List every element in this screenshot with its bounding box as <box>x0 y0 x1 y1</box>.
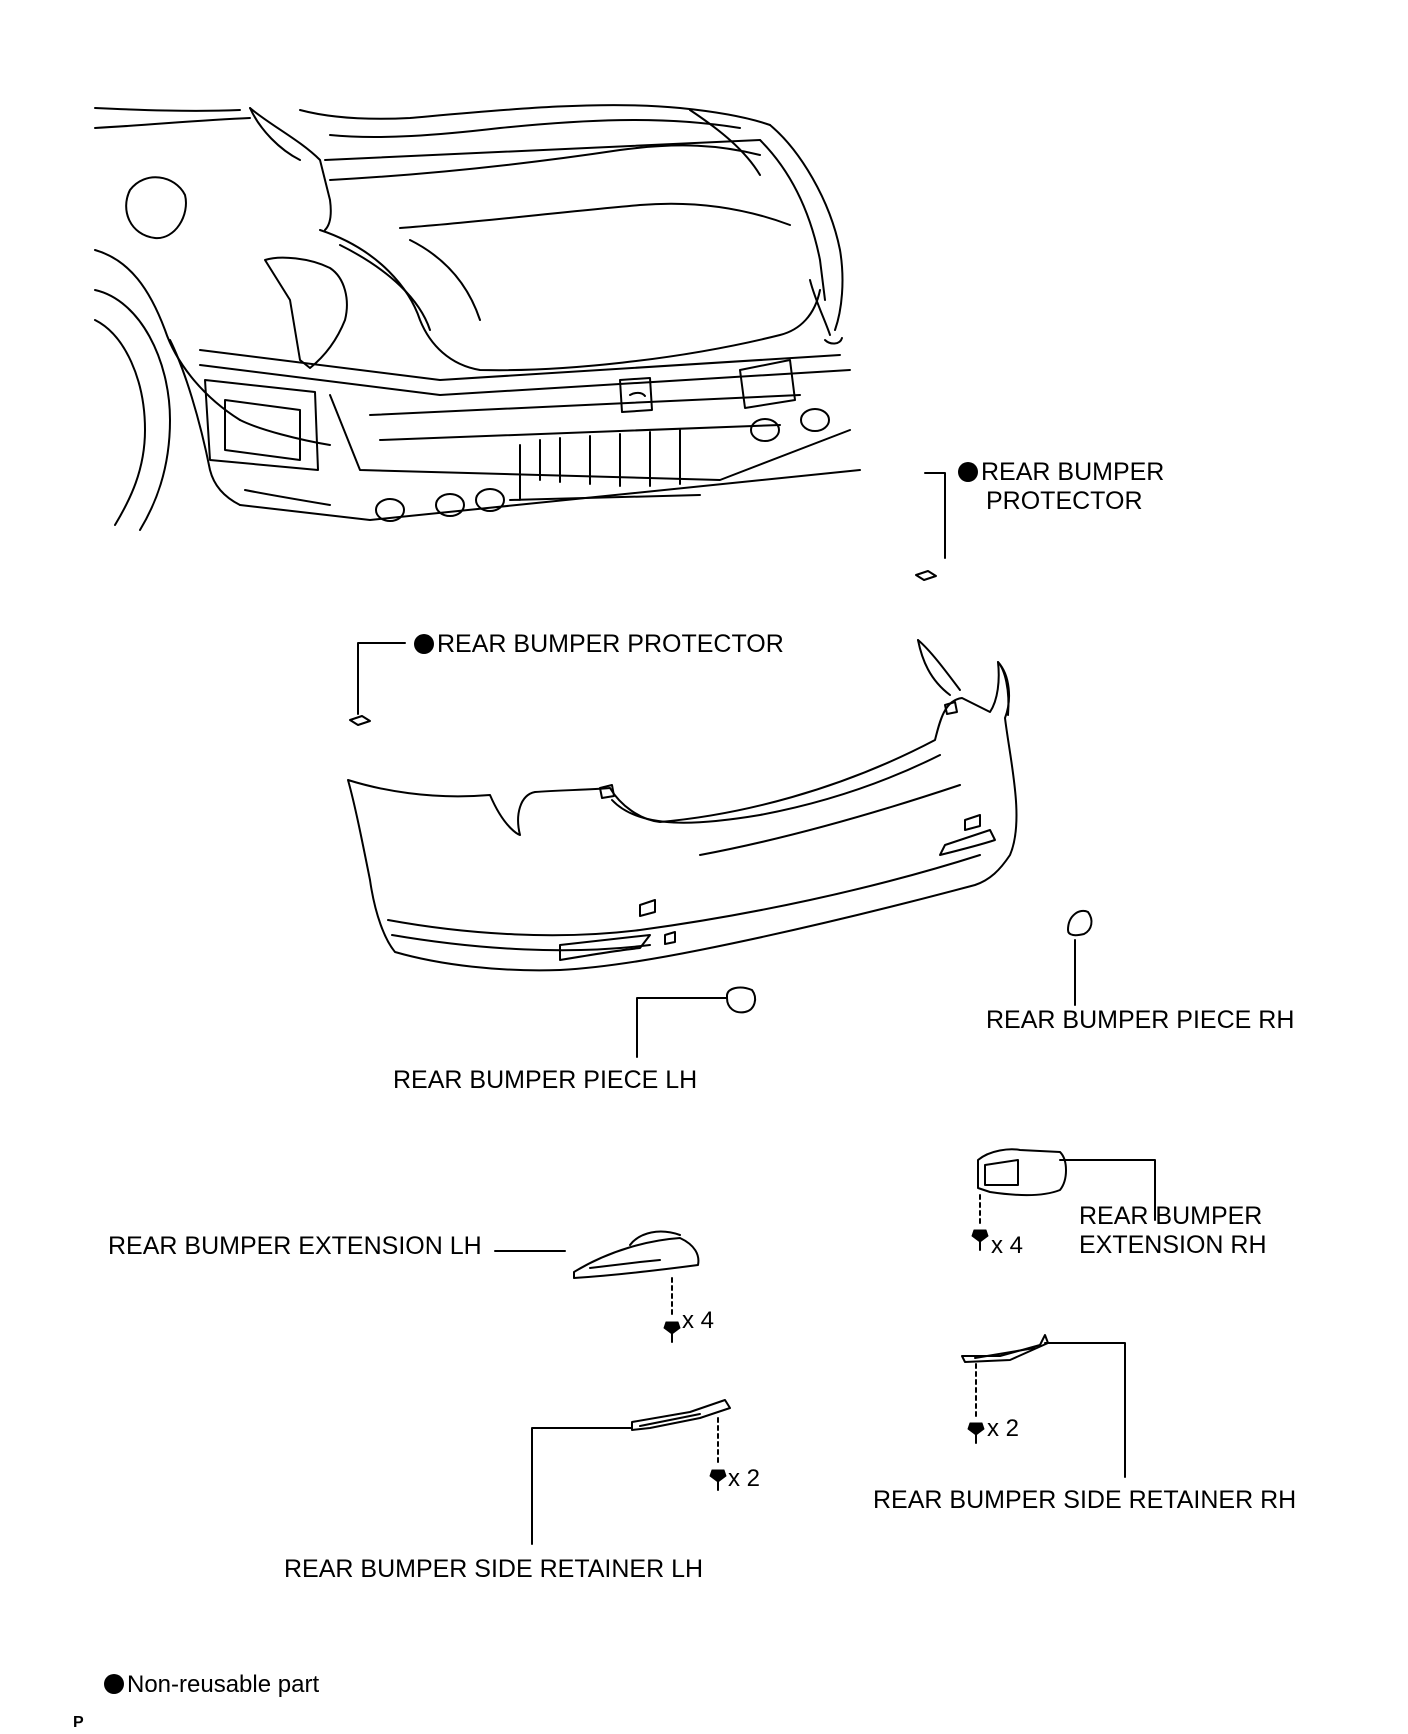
non-reusable-bullet-icon <box>958 462 978 482</box>
label-protector-upper-line1: REAR BUMPER <box>981 458 1165 486</box>
qty-retainer-lh: x 2 <box>728 1465 761 1492</box>
screw-icons <box>663 1229 989 1491</box>
qty-retainer-rh: x 2 <box>987 1415 1020 1442</box>
label-protector-upper: REAR BUMPER <box>958 458 1164 487</box>
vehicle-rear-body <box>94 104 861 531</box>
rear-bumper-extension-lh <box>494 1230 700 1319</box>
screw-retainer-rh-icon <box>967 1422 985 1444</box>
non-reusable-bullet-icon <box>414 634 434 654</box>
label-piece-rh: REAR BUMPER PIECE RH <box>986 1006 1295 1034</box>
rear-bumper-cover <box>347 639 1018 972</box>
screw-extension-rh-icon <box>971 1229 989 1251</box>
rear-bumper-protector-upper <box>915 472 946 581</box>
label-side-retainer-rh: REAR BUMPER SIDE RETAINER RH <box>873 1486 1297 1514</box>
rear-bumper-extension-rh <box>977 1148 1156 1226</box>
screw-retainer-lh-icon <box>709 1469 727 1491</box>
label-protector-lower: REAR BUMPER PROTECTOR <box>414 630 784 659</box>
rear-bumper-side-retainer-rh <box>961 1334 1126 1478</box>
legend: Non-reusable part <box>104 1670 319 1699</box>
label-protector-upper-line2: PROTECTOR <box>986 487 1143 515</box>
rear-bumper-piece-rh <box>1067 910 1093 1006</box>
qty-extension-lh: x 4 <box>682 1307 715 1334</box>
legend-text: Non-reusable part <box>127 1671 320 1698</box>
rear-bumper-piece-lh <box>636 986 757 1058</box>
label-extension-lh: REAR BUMPER EXTENSION LH <box>108 1232 482 1260</box>
screw-extension-lh-icon <box>663 1321 681 1343</box>
label-extension-rh-line2: EXTENSION RH <box>1079 1231 1267 1259</box>
qty-extension-rh: x 4 <box>991 1232 1024 1259</box>
rear-bumper-side-retainer-lh <box>531 1399 731 1545</box>
rear-bumper-protector-lower <box>349 642 406 726</box>
diagram-code: P <box>73 1714 84 1731</box>
label-side-retainer-lh: REAR BUMPER SIDE RETAINER LH <box>284 1555 704 1583</box>
non-reusable-legend-icon <box>104 1674 124 1694</box>
label-extension-rh-line1: REAR BUMPER <box>1079 1202 1263 1230</box>
label-piece-lh: REAR BUMPER PIECE LH <box>393 1066 698 1094</box>
label-protector-lower-text: REAR BUMPER PROTECTOR <box>437 630 784 658</box>
